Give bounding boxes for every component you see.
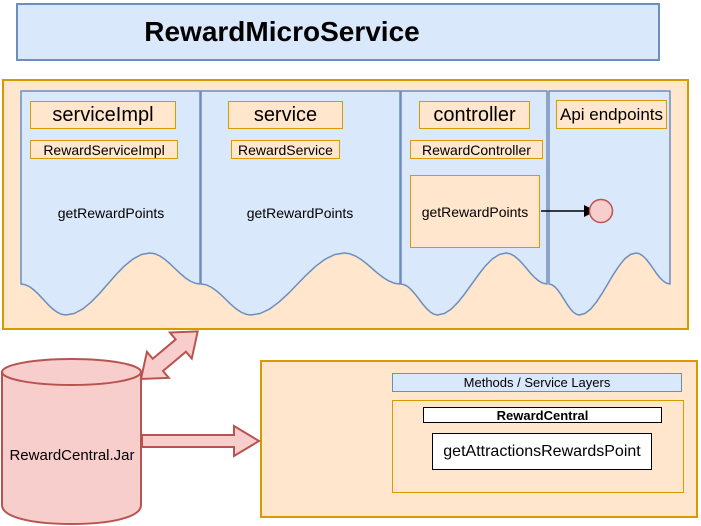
layer-title-service: service [228, 101, 343, 129]
class-label-rewardservice: RewardService [231, 140, 340, 159]
getattractionsrewardspoint-box: getAttractionsRewardsPoint [432, 433, 652, 470]
method-label-service: getRewardPoints [246, 205, 354, 221]
service-layers-header: Methods / Service Layers [392, 373, 682, 392]
api-endpoint-circle [588, 198, 614, 224]
title-text: RewardMicroService [144, 16, 420, 47]
rewardcentral-group-box [392, 400, 684, 493]
method-label-serviceimpl: getRewardPoints [57, 205, 165, 221]
title-banner: RewardMicroService [16, 3, 660, 61]
bidirectional-arrow [139, 330, 199, 381]
class-label-rewardserviceimpl: RewardServiceImpl [30, 140, 178, 159]
database-label: RewardCentral.Jar [9, 446, 135, 464]
layer-title-api-endpoints: Api endpoints [556, 100, 667, 129]
jar-to-services-arrow [141, 424, 261, 458]
database-cylinder [1, 358, 142, 526]
service-layers-panel: Methods / Service Layers RewardCentral g… [260, 360, 698, 518]
method-box-getrewardpoints: getRewardPoints [410, 175, 540, 248]
rewardcentral-class-box: RewardCentral [423, 407, 662, 423]
layer-title-controller: controller [419, 101, 530, 129]
layer-title-serviceimpl: serviceImpl [30, 101, 176, 129]
class-label-rewardcontroller: RewardController [410, 140, 543, 159]
